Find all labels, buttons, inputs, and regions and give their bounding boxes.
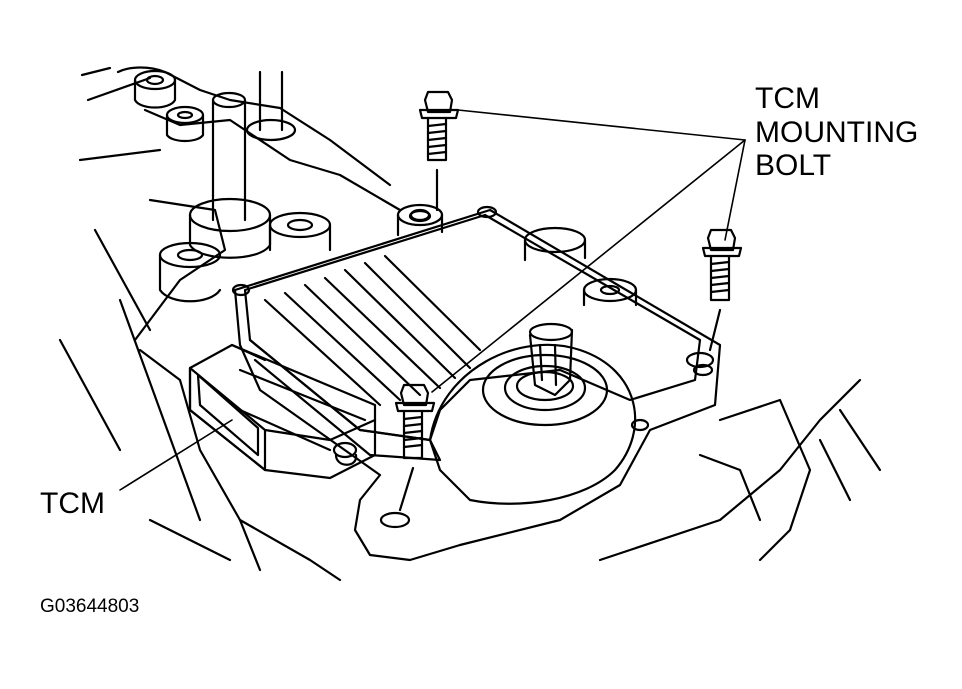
transmission-case (58, 66, 882, 582)
tcm-label: TCM (40, 487, 105, 520)
mounting-bolt-3 (394, 383, 436, 512)
bolt-label-line-2: MOUNTING (755, 115, 919, 149)
tcm-connector (188, 343, 377, 480)
mounting-bolt-1 (418, 90, 460, 212)
tcm-module (231, 205, 722, 562)
bolt-label-line-3: BOLT (755, 149, 832, 183)
mounting-bolt-2 (701, 228, 743, 352)
figure-id: G03644803 (40, 596, 140, 617)
leader-lines (119, 109, 746, 491)
upper-bosses (133, 69, 638, 307)
tcm-mounting-bolt-label: TCM MOUNTING BOLT (755, 82, 918, 183)
bolt-label-line-1: TCM (755, 82, 820, 115)
